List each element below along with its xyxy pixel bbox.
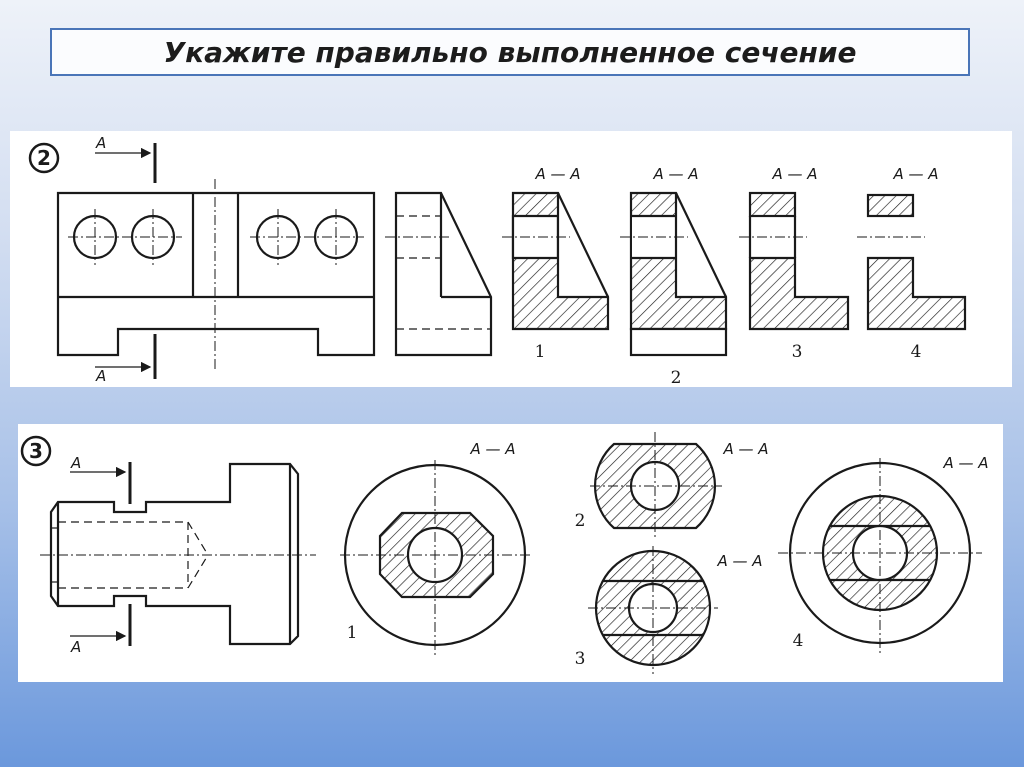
- cut-label-bottom: A: [95, 367, 106, 385]
- option-label-3-2: 2: [575, 511, 586, 531]
- cut-label-top: A: [95, 134, 106, 152]
- task-3-number: 3: [20, 435, 52, 467]
- task-2-panel: 2 A A: [10, 131, 1012, 387]
- option-label-3-4: 4: [793, 631, 804, 651]
- task-2-drawing: 2 A A: [28, 134, 967, 387]
- side-view: [385, 191, 493, 357]
- section-label-1: A — A: [534, 165, 580, 183]
- cut-label-top-3: A: [70, 454, 81, 472]
- front-view: [56, 179, 376, 369]
- option-label-2: 2: [671, 368, 682, 387]
- option-label-3: 3: [792, 342, 803, 362]
- section-option-1[interactable]: A — A 1: [502, 165, 610, 362]
- cutting-plane-marks-3: A A: [70, 454, 132, 656]
- section-label-4: A — A: [892, 165, 938, 183]
- section-option-3[interactable]: A — A 3: [739, 165, 850, 362]
- shaft-view: [40, 462, 316, 646]
- section-label-3: A — A: [771, 165, 817, 183]
- section-label-3-2: A — A: [722, 440, 768, 458]
- title-box: Укажите правильно выполненное сечение: [50, 28, 970, 76]
- cut-label-bottom-3: A: [70, 638, 81, 656]
- section-label-3-4: A — A: [942, 454, 988, 472]
- section-option-1-task3[interactable]: A — A 1: [340, 440, 530, 656]
- section-option-2[interactable]: A — A 2: [620, 165, 728, 387]
- option-label-3-3: 3: [575, 649, 586, 669]
- section-option-4-task3[interactable]: A — A 4: [778, 454, 989, 656]
- option-label-1: 1: [535, 342, 546, 362]
- task-3-panel: 3 A A A — A 1 A: [18, 424, 1003, 682]
- section-option-4[interactable]: A — A 4: [857, 165, 967, 362]
- section-label-2: A — A: [652, 165, 698, 183]
- slide-title: Укажите правильно выполненное сечение: [163, 35, 857, 69]
- section-option-3-task3[interactable]: A — A 3: [575, 546, 763, 674]
- task-3-drawing: 3 A A A — A 1 A: [20, 432, 989, 674]
- section-option-2-task3[interactable]: A — A 2: [575, 432, 769, 540]
- section-label-3-3: A — A: [716, 552, 762, 570]
- section-label-3-1: A — A: [469, 440, 515, 458]
- option-label-4: 4: [911, 342, 922, 362]
- option-label-3-1: 1: [347, 623, 358, 643]
- cutting-plane-marks: A A: [95, 134, 157, 385]
- task-2-number: 2: [28, 142, 60, 174]
- task-3-number-text: 3: [29, 439, 43, 463]
- task-2-number-text: 2: [37, 146, 51, 170]
